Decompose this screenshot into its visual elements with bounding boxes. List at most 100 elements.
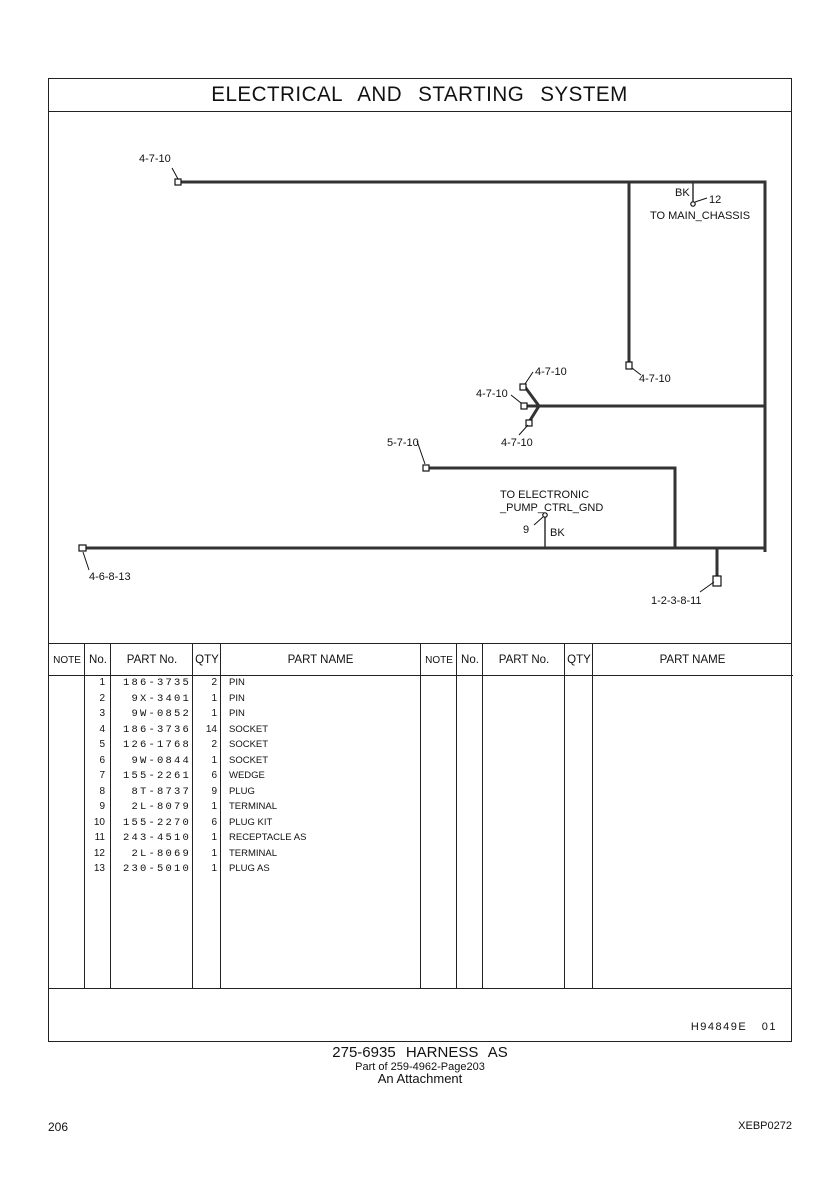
row-part-name: PIN (229, 692, 245, 704)
row-part-name: SOCKET (229, 723, 269, 735)
row-part-no: 155-2261 (122, 770, 191, 782)
row-qty: 2 (211, 677, 217, 688)
row-part-name: TERMINAL (229, 847, 278, 859)
header-no-right: No. (461, 654, 479, 666)
harness-diagram: 4-7-10 BK 12 TO MAIN_CHASSIS 4-7-10 4-7-… (78, 153, 767, 607)
header-part-no-right: PART No. (498, 654, 550, 666)
callout-bottom-left: 4-6-8-13 (89, 571, 131, 583)
callout-vertical-drop: 4-7-10 (639, 373, 671, 385)
row-no: 9 (99, 801, 105, 812)
row-part-no: 230-5010 (122, 863, 191, 875)
row-qty: 14 (205, 723, 217, 735)
row-qty: 1 (211, 708, 217, 719)
connector-branch-middle (520, 402, 528, 410)
row-no: 2 (99, 692, 105, 704)
connector-vertical-drop (625, 361, 633, 370)
table-row: 1 186-3735 2 PIN (49, 677, 420, 693)
parts-table-left: NOTE No. PART No. QTY PART NAME 1 186-373… (49, 644, 420, 988)
row-no: 3 (99, 708, 105, 719)
row-no: 13 (93, 863, 105, 874)
row-part-no: 186-3736 (122, 723, 191, 736)
title-bar: ELECTRICAL AND STARTING SYSTEM (49, 79, 791, 112)
wire-middle-branch (427, 466, 677, 548)
connector-bottom-left (78, 544, 87, 552)
row-qty: 1 (211, 847, 217, 859)
row-no: 10 (93, 816, 105, 828)
callout-labels: 4-7-10 BK 12 TO MAIN_CHASSIS 4-7-10 4-7-… (89, 153, 750, 607)
header-qty-right: QTY (567, 654, 591, 666)
drawing-reference: H94849E 01 (690, 1021, 777, 1033)
caption-assembly: 275-6935 HARNESS AS (332, 1044, 508, 1061)
callout-middle: 5-7-10 (387, 437, 419, 449)
connector-branch-upper (519, 383, 527, 391)
header-note: NOTE (53, 654, 81, 666)
row-part-no: 9W-0852 (131, 708, 191, 720)
row-no: 12 (93, 847, 105, 859)
row-no: 11 (94, 832, 105, 843)
header-qty: QTY (195, 654, 219, 666)
header-part-no: PART No. (126, 654, 178, 666)
row-qty: 9 (211, 785, 217, 797)
row-qty: 1 (211, 863, 217, 874)
connector-top-left (174, 178, 182, 186)
header-part-name-right: PART NAME (659, 654, 726, 666)
row-part-no: 2L-8079 (131, 801, 191, 813)
row-no: 5 (99, 739, 105, 750)
row-part-no: 9X-3401 (131, 692, 191, 705)
row-no: 6 (99, 754, 105, 766)
row-part-no: 155-2270 (122, 816, 191, 829)
callout-branch-middle: 4-7-10 (476, 388, 508, 400)
row-no: 1 (99, 677, 105, 688)
row-part-no: 8T-8737 (131, 785, 191, 798)
callout-main-chassis: TO MAIN_CHASSIS (650, 210, 750, 222)
callout-terminal-12: 12 (709, 194, 721, 206)
doc-code: XEBP0272 (738, 1120, 792, 1132)
row-part-name: RECEPTACLE AS (229, 832, 307, 843)
row-part-name: TERMINAL (229, 801, 278, 812)
callout-top-left: 4-7-10 (139, 153, 171, 165)
row-no: 7 (99, 770, 105, 781)
receptacle-bottom-right (712, 575, 722, 587)
row-part-name: PLUG (229, 785, 255, 797)
header-no: No. (89, 654, 107, 666)
row-qty: 1 (211, 832, 217, 843)
callout-ground-dest-1: TO ELECTRONIC (500, 489, 589, 501)
row-part-name: PLUG KIT (229, 816, 273, 828)
row-qty: 1 (211, 754, 217, 766)
row-qty: 1 (211, 692, 217, 704)
callout-branch-lower: 4-7-10 (501, 437, 533, 449)
row-part-no: 186-3735 (122, 677, 191, 689)
row-part-no: 126-1768 (122, 739, 191, 751)
page-title: ELECTRICAL AND STARTING SYSTEM (211, 83, 629, 106)
row-part-name: PIN (229, 677, 245, 688)
connector-middle (422, 464, 430, 472)
wire-branch-lower (527, 405, 541, 423)
row-qty: 1 (211, 801, 217, 812)
row-qty: 2 (211, 739, 217, 750)
callout-receptacle: 1-2-3-8-11 (651, 595, 702, 607)
table-row: 4 186-3736 14 SOCKET (49, 724, 420, 740)
callout-branch-upper: 4-7-10 (535, 366, 567, 378)
wire-branch-upper (523, 386, 541, 407)
callout-ground-dest-2: _PUMP_CTRL_GND (499, 502, 603, 514)
row-no: 4 (99, 723, 105, 735)
callout-wire-color-ground: BK (550, 527, 565, 539)
row-part-name: SOCKET (229, 754, 269, 766)
drawing-frame: ELECTRICAL AND STARTING SYSTEM (48, 78, 793, 1042)
page-number: 206 (48, 1120, 69, 1134)
row-qty: 6 (211, 770, 217, 781)
table-row: 8 8T-8737 9 PLUG (49, 786, 420, 802)
harness-wires (83, 180, 767, 578)
table-row: 9 2L-8079 1 TERMINAL (49, 801, 420, 817)
row-no: 8 (99, 785, 105, 797)
table-row: 2 9X-3401 1 PIN (49, 693, 420, 709)
table-header: NOTE No. PART No. QTY PART NAME (49, 644, 420, 676)
row-part-no: 9W-0844 (131, 754, 191, 767)
